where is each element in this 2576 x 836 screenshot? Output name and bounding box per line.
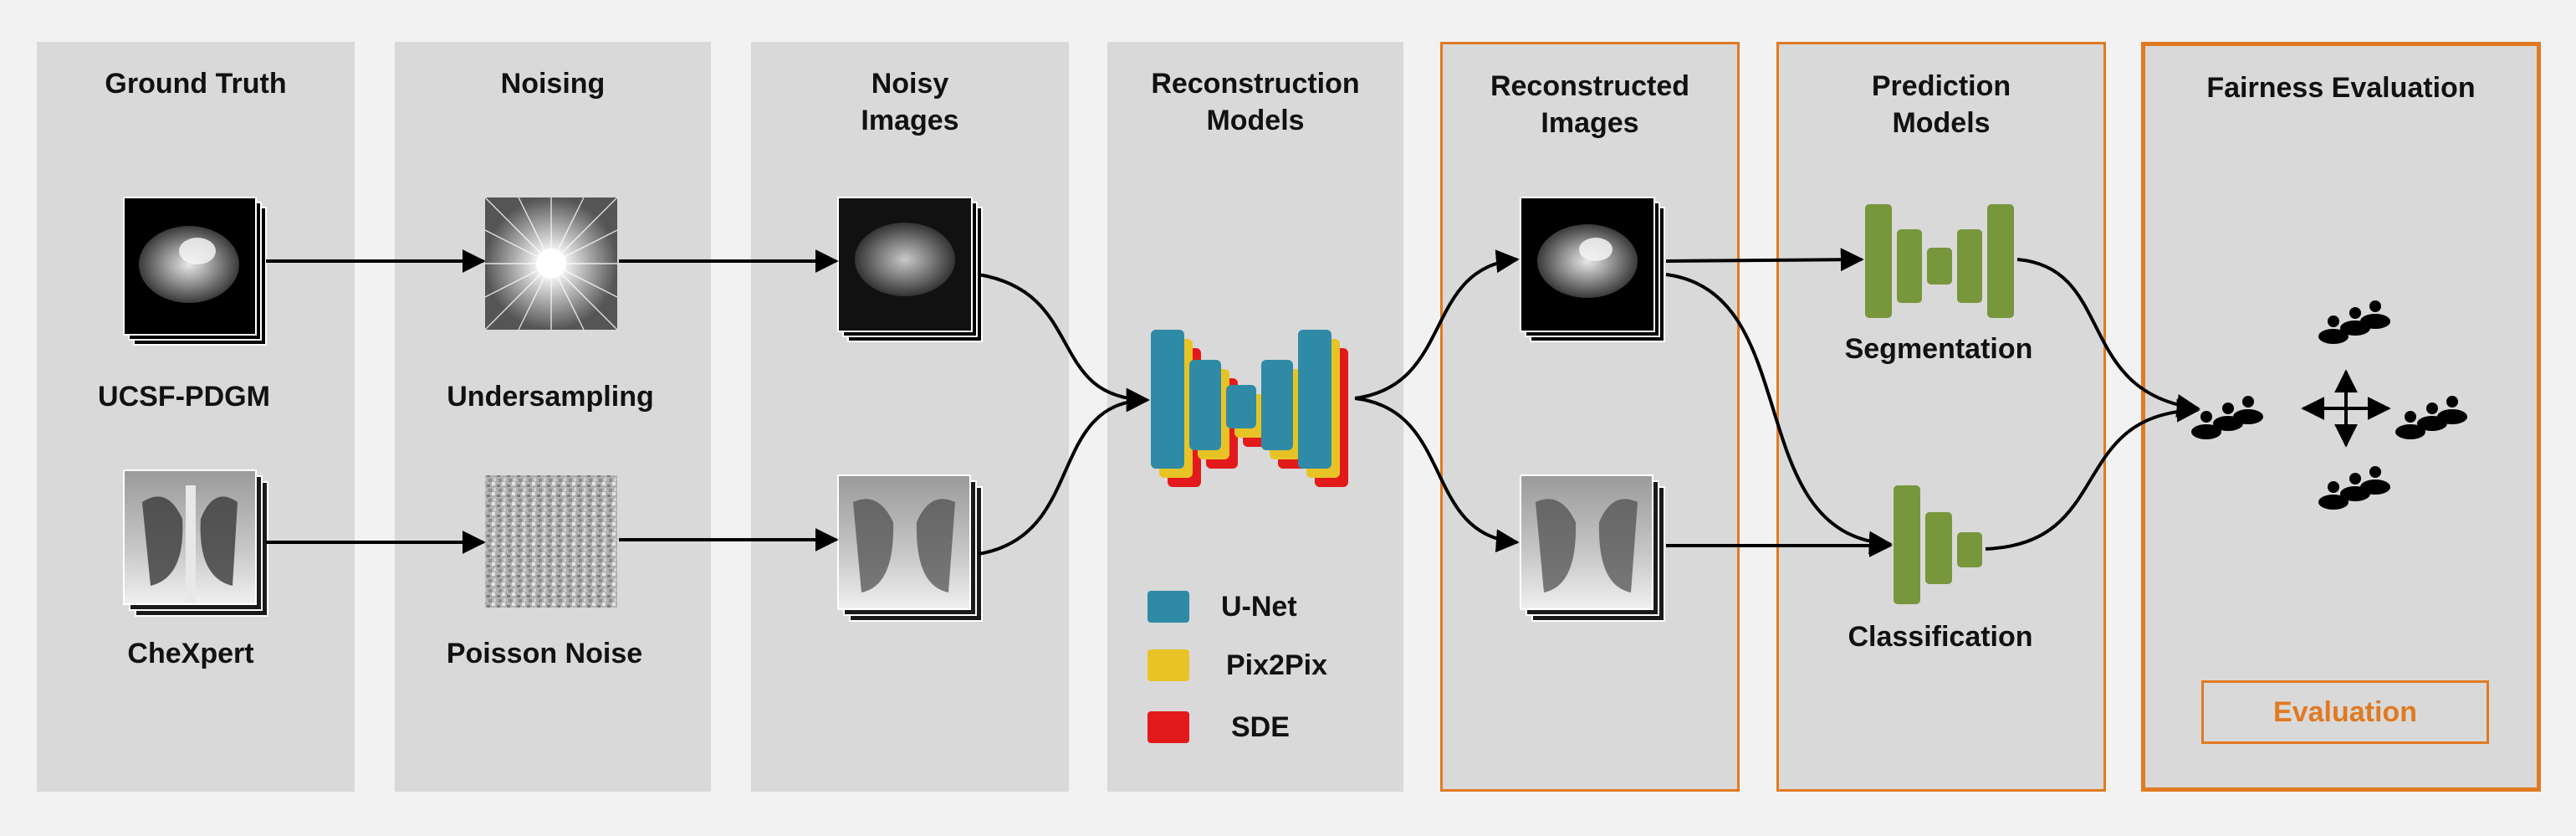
dataset-label-xray: CheXpert — [127, 638, 254, 669]
arrow-classification-to-fairness — [1985, 398, 2200, 551]
classification-model-icon — [1894, 485, 1982, 604]
fairness-groups-icon — [2191, 300, 2467, 510]
xray-ground-truth-image — [123, 469, 268, 617]
arrow-segmentation-to-fairness — [2016, 258, 2200, 418]
legend-label-unet: U-Net — [1221, 591, 1297, 623]
legend-swatch-pix2pix — [1147, 649, 1189, 681]
noisy-xray-image — [837, 474, 983, 622]
people-group-icon-right — [2395, 396, 2467, 439]
panel-noisy-images: Noisy Images — [751, 42, 1069, 792]
noise-label-mri: Undersampling — [447, 381, 654, 413]
legend-swatch-sde — [1147, 711, 1189, 743]
people-group-icon-left — [2191, 396, 2263, 439]
panel-ground-truth: Ground Truth — [37, 42, 355, 792]
arrow-mri-to-classification — [1665, 273, 1893, 555]
arrow-mri-to-segmentation — [1665, 248, 1864, 272]
arrow-noisy-mri-to-recon — [978, 273, 1150, 412]
segmentation-model-icon — [1865, 204, 2014, 318]
reconstructed-mri-image — [1520, 197, 1665, 342]
evaluation-box: Evaluation — [2201, 680, 2489, 744]
poisson-noise-image — [485, 475, 617, 608]
panel-prediction-models: Prediction Models — [1776, 42, 2106, 792]
mri-ground-truth-image — [123, 197, 267, 346]
arrow-recon-to-xray — [1354, 397, 1520, 553]
panel-title-noisy-images: Noisy Images — [861, 68, 959, 136]
arrow-recon-to-mri — [1354, 249, 1520, 400]
four-way-arrow-icon — [2301, 369, 2391, 448]
panel-noising: Noising — [395, 42, 711, 792]
panel-reconstructed-images: Reconstructed Images — [1440, 42, 1740, 792]
arrow-noisy-xray-to-recon — [978, 388, 1150, 556]
panel-title-prediction-models: Prediction Models — [1871, 70, 2011, 139]
people-group-icon-bottom — [2318, 466, 2390, 510]
task-label-segmentation: Segmentation — [1844, 333, 2033, 365]
panel-title-reconstructed-images: Reconstructed Images — [1490, 70, 1690, 139]
panel-title-ground-truth: Ground Truth — [105, 68, 287, 100]
reconstruction-model-icon — [1151, 330, 1348, 487]
undersampling-pattern-image — [484, 197, 618, 331]
legend-label-sde: SDE — [1231, 711, 1290, 743]
people-group-icon-top — [2318, 300, 2390, 344]
panel-title-reconstruction-models: Reconstruction Models — [1151, 68, 1360, 136]
noise-label-xray: Poisson Noise — [446, 638, 643, 669]
legend-swatch-unet — [1147, 591, 1189, 623]
reconstructed-xray-image — [1520, 474, 1665, 622]
panel-title-noising: Noising — [500, 68, 606, 100]
dataset-label-mri: UCSF-PDGM — [98, 381, 270, 413]
noisy-mri-image — [837, 197, 983, 342]
task-label-classification: Classification — [1848, 621, 2033, 653]
panel-title-fairness-evaluation: Fairness Evaluation — [2206, 72, 2476, 104]
legend-label-pix2pix: Pix2Pix — [1226, 649, 1327, 681]
